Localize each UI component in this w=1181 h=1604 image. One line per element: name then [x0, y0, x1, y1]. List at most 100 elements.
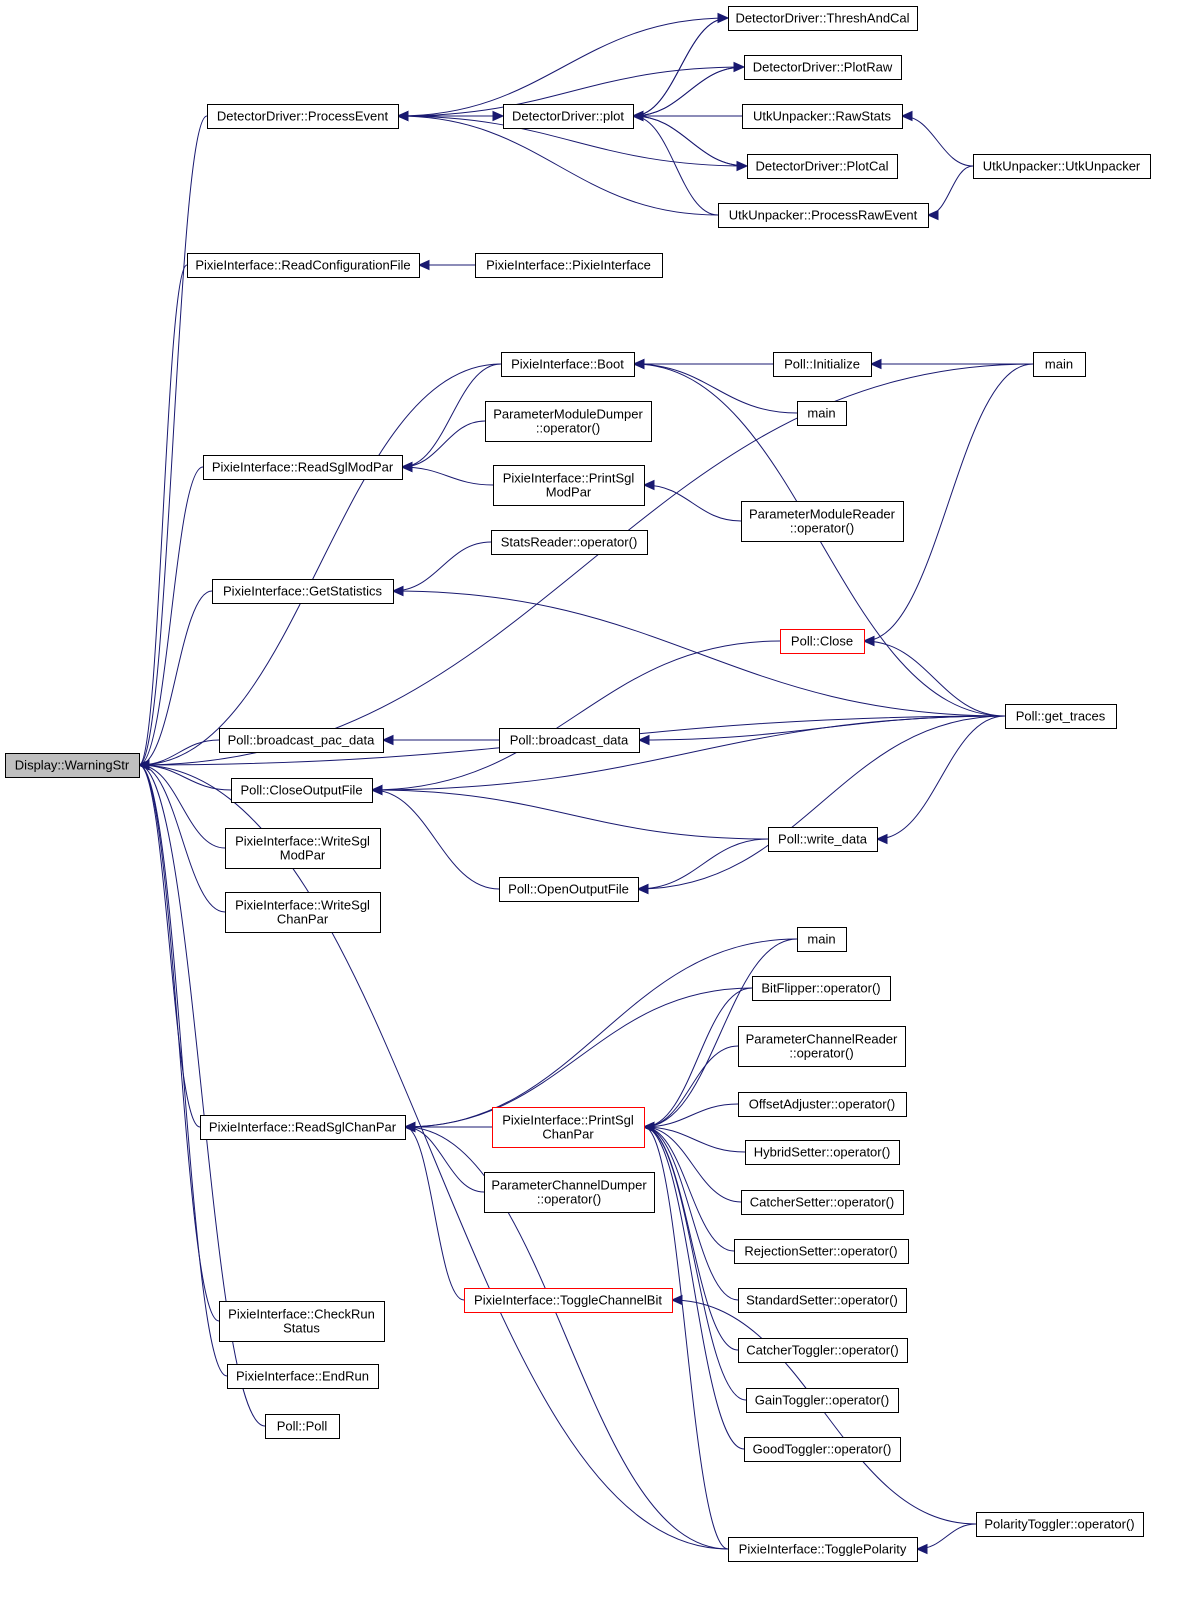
node-poll_bcast_pac[interactable]: Poll::broadcast_pac_data: [219, 728, 384, 753]
node-poll_write_data[interactable]: Poll::write_data: [768, 827, 878, 852]
arrowhead-pi_togglepolarity-to-pi_readsglchanpar: [403, 1121, 416, 1133]
node-ss_operator[interactable]: StandardSetter::operator(): [738, 1288, 907, 1313]
edge-poll_write_data-to-poll_closeoutput: [371, 789, 769, 840]
node-pi_togglepolarity[interactable]: PixieInterface::TogglePolarity: [728, 1537, 918, 1562]
edge-pi_togglechannelbit-to-pi_readsglchanpar: [404, 1126, 465, 1301]
node-main_1[interactable]: main: [1033, 352, 1086, 377]
edge-pi_endrun-to-display_warningstr: [138, 764, 228, 1377]
node-display_warningstr[interactable]: Display::WarningStr: [5, 753, 140, 778]
node-label: Poll::get_traces: [1016, 709, 1106, 724]
node-pi_pixieinterface[interactable]: PixieInterface::PixieInterface: [475, 253, 663, 278]
edge-poll_get_traces-to-poll_closeoutput: [371, 715, 1006, 791]
edge-main_2-to-pi_boot: [633, 363, 798, 414]
node-label: PixieInterface::EndRun: [236, 1369, 369, 1384]
node-poll_initialize[interactable]: Poll::Initialize: [773, 352, 872, 377]
node-box: [797, 927, 847, 952]
node-poll_get_traces[interactable]: Poll::get_traces: [1005, 704, 1117, 729]
node-cs_operator[interactable]: CatcherSetter::operator(): [741, 1190, 904, 1215]
node-box: [738, 1288, 907, 1313]
node-dd_plot[interactable]: DetectorDriver::plot: [503, 104, 634, 129]
node-dd_processevent[interactable]: DetectorDriver::ProcessEvent: [207, 104, 399, 129]
node-box: [728, 6, 918, 31]
node-dd_plotcal[interactable]: DetectorDriver::PlotCal: [747, 154, 898, 179]
node-pi_readsglchanpar[interactable]: PixieInterface::ReadSglChanPar: [200, 1115, 406, 1140]
node-box: [491, 530, 648, 555]
node-poll_close[interactable]: Poll::Close: [780, 629, 865, 654]
node-box: [768, 827, 878, 852]
edge-main_3-to-pi_readsglchanpar: [404, 938, 798, 1128]
node-ct_operator[interactable]: CatcherToggler::operator(): [738, 1338, 908, 1363]
node-box: [752, 976, 891, 1001]
edge-pi_checkrunstatus-to-display_warningstr: [138, 764, 220, 1322]
arrowhead-dd_plot-to-dd_plotcal: [736, 160, 749, 172]
node-box: [738, 1026, 906, 1067]
node-bf_operator[interactable]: BitFlipper::operator(): [752, 976, 891, 1001]
node-pi_boot[interactable]: PixieInterface::Boot: [501, 352, 635, 377]
edge-poll_get_traces-to-poll_close: [863, 640, 1006, 717]
node-gdt_operator[interactable]: GoodToggler::operator(): [744, 1437, 901, 1462]
edges-layer: [137, 12, 1034, 1555]
node-poll_bcast[interactable]: Poll::broadcast_data: [499, 728, 640, 753]
node-label: Poll::CloseOutputFile: [240, 783, 362, 798]
node-label: DetectorDriver::plot: [512, 109, 624, 124]
edge-bf_operator-to-pi_printsglchanpar: [643, 987, 753, 1128]
node-label: ::operator(): [536, 421, 600, 436]
node-pi_getstatistics[interactable]: PixieInterface::GetStatistics: [212, 579, 394, 604]
arrowhead-poll_openoutput-to-poll_closeoutput: [370, 784, 383, 796]
node-gt_operator[interactable]: GainToggler::operator(): [746, 1388, 899, 1413]
arrowhead-utk_unpacker-to-utk_rawstats: [900, 110, 913, 122]
node-label: OffsetAdjuster::operator(): [749, 1097, 895, 1112]
edge-sr_operator-to-pi_getstatistics: [392, 541, 492, 592]
node-utk_processrawevent[interactable]: UtkUnpacker::ProcessRawEvent: [718, 203, 929, 228]
node-pi_readsglmodpar[interactable]: PixieInterface::ReadSglModPar: [203, 455, 403, 480]
node-utk_unpacker[interactable]: UtkUnpacker::UtkUnpacker: [973, 154, 1151, 179]
node-box: [797, 401, 847, 426]
node-hs_operator[interactable]: HybridSetter::operator(): [745, 1140, 900, 1165]
node-box: [219, 728, 384, 753]
edge-main_3-to-pi_printsglchanpar: [643, 938, 798, 1128]
node-oa_operator[interactable]: OffsetAdjuster::operator(): [738, 1092, 907, 1117]
node-utk_rawstats[interactable]: UtkUnpacker::RawStats: [742, 104, 903, 129]
node-box: [225, 892, 381, 933]
node-pi_togglechannelbit[interactable]: PixieInterface::ToggleChannelBit: [464, 1288, 673, 1313]
node-pi_readconfig[interactable]: PixieInterface::ReadConfigurationFile: [187, 253, 420, 278]
node-dd_threshandcal[interactable]: DetectorDriver::ThreshAndCal: [728, 6, 918, 31]
node-poll_closeoutput[interactable]: Poll::CloseOutputFile: [231, 778, 373, 803]
node-box: [1033, 352, 1086, 377]
edge-dd_plot-to-dd_plotraw: [632, 66, 745, 117]
node-box: [475, 253, 663, 278]
node-pcr_operator[interactable]: ParameterChannelReader::operator(): [738, 1026, 906, 1067]
node-rs_operator[interactable]: RejectionSetter::operator(): [734, 1239, 909, 1264]
node-label: PixieInterface::CheckRun: [228, 1307, 375, 1322]
node-pcd_operator[interactable]: ParameterChannelDumper::operator(): [484, 1172, 655, 1213]
node-label: ModPar: [280, 848, 326, 863]
edge-poll_get_traces-to-poll_openoutput: [637, 715, 1006, 890]
node-pi_endrun[interactable]: PixieInterface::EndRun: [227, 1364, 379, 1389]
node-pmd_operator[interactable]: ParameterModuleDumper::operator(): [485, 401, 652, 442]
node-box: [225, 828, 381, 869]
node-box: [746, 1388, 899, 1413]
node-poll_openoutput[interactable]: Poll::OpenOutputFile: [499, 877, 639, 902]
edge-dd_threshandcal-to-dd_processevent: [397, 17, 729, 117]
edge-poll_close-to-poll_closeoutput: [371, 640, 781, 791]
node-sr_operator[interactable]: StatsReader::operator(): [491, 530, 648, 555]
edge-ss_operator-to-pi_printsglchanpar: [643, 1126, 739, 1301]
node-poll_poll[interactable]: Poll::Poll: [265, 1414, 340, 1439]
node-main_3[interactable]: main: [797, 927, 847, 952]
node-label: PixieInterface::WriteSgl: [235, 834, 370, 849]
edge-poll_get_traces-to-poll_write_data: [876, 715, 1006, 840]
node-pt_operator[interactable]: PolarityToggler::operator(): [976, 1512, 1144, 1537]
node-label: RejectionSetter::operator(): [744, 1244, 897, 1259]
edge-pi_printsglmodpar-to-pi_readsglmodpar: [401, 466, 494, 486]
edge-pmr_operator-to-pi_printsglmodpar: [643, 484, 742, 522]
edge-cs_operator-to-pi_printsglchanpar: [643, 1126, 742, 1203]
node-dd_plotraw[interactable]: DetectorDriver::PlotRaw: [744, 55, 902, 80]
node-pmr_operator[interactable]: ParameterModuleReader::operator(): [741, 501, 904, 542]
node-main_2[interactable]: main: [797, 401, 847, 426]
node-box: [231, 778, 373, 803]
